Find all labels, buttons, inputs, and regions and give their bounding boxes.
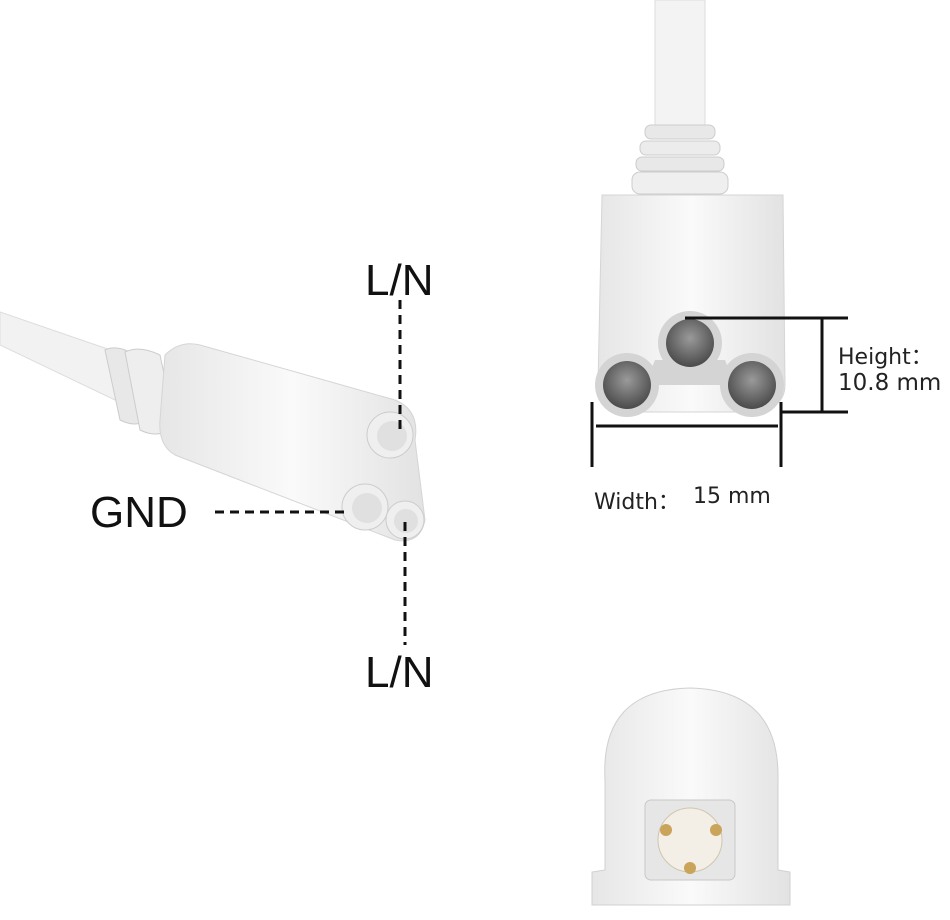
height-label: Height： xyxy=(838,345,933,370)
right-connector xyxy=(590,0,848,467)
collar xyxy=(631,124,729,195)
fixture-end-view xyxy=(591,687,791,906)
width-label: Width： xyxy=(594,490,680,515)
label-gnd: GND xyxy=(90,488,188,537)
hole-top xyxy=(377,421,407,451)
height-value: 10.8 mm xyxy=(838,370,942,396)
hole-cluster xyxy=(595,311,784,417)
label-ln-top: L/N xyxy=(365,256,434,305)
pin xyxy=(684,862,696,874)
cable xyxy=(0,311,126,401)
dimension-lines xyxy=(590,316,848,467)
label-ln-bottom: L/N xyxy=(365,648,434,697)
cable xyxy=(654,0,706,136)
hole-gnd xyxy=(352,493,382,523)
left-connector xyxy=(0,300,426,645)
width-value: 15 mm xyxy=(693,484,771,509)
pin xyxy=(710,824,722,836)
pin xyxy=(660,824,672,836)
hole-bottom xyxy=(394,509,418,533)
